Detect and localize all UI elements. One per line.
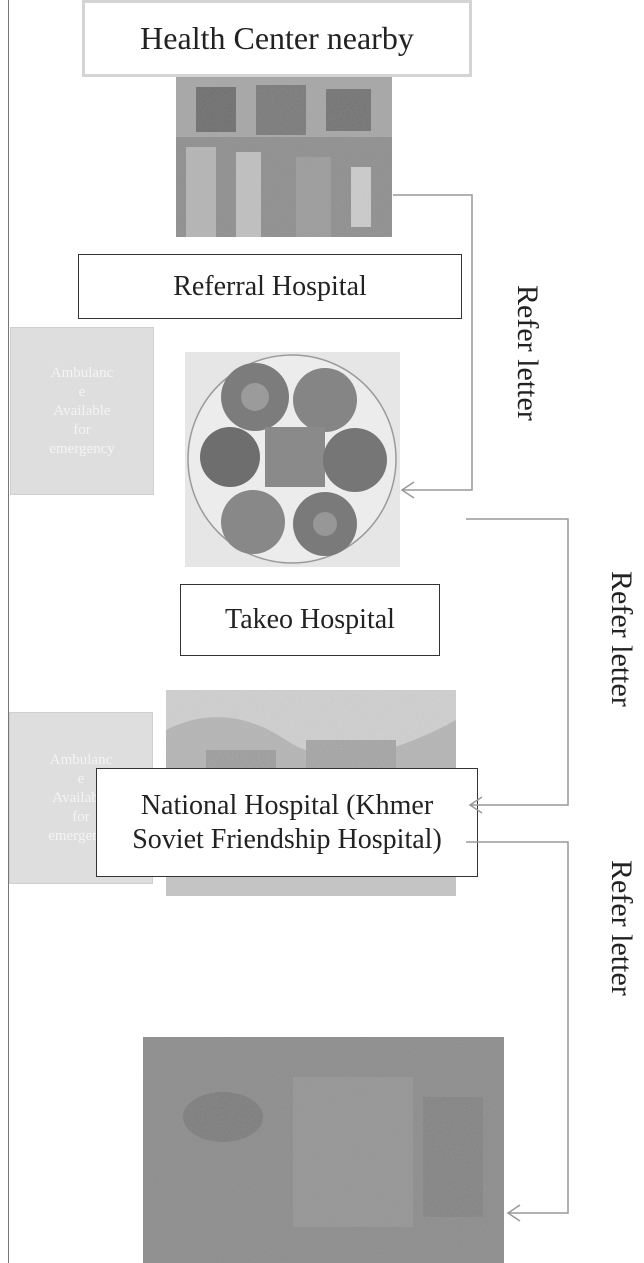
refer-letter-label: Refer letter bbox=[509, 285, 545, 435]
connector-2 bbox=[466, 519, 568, 805]
refer-letter-label: Refer letter bbox=[603, 860, 639, 1010]
refer-letter-label: Refer letter bbox=[603, 571, 639, 721]
connector-1 bbox=[393, 195, 472, 490]
connector-3 bbox=[466, 842, 568, 1213]
